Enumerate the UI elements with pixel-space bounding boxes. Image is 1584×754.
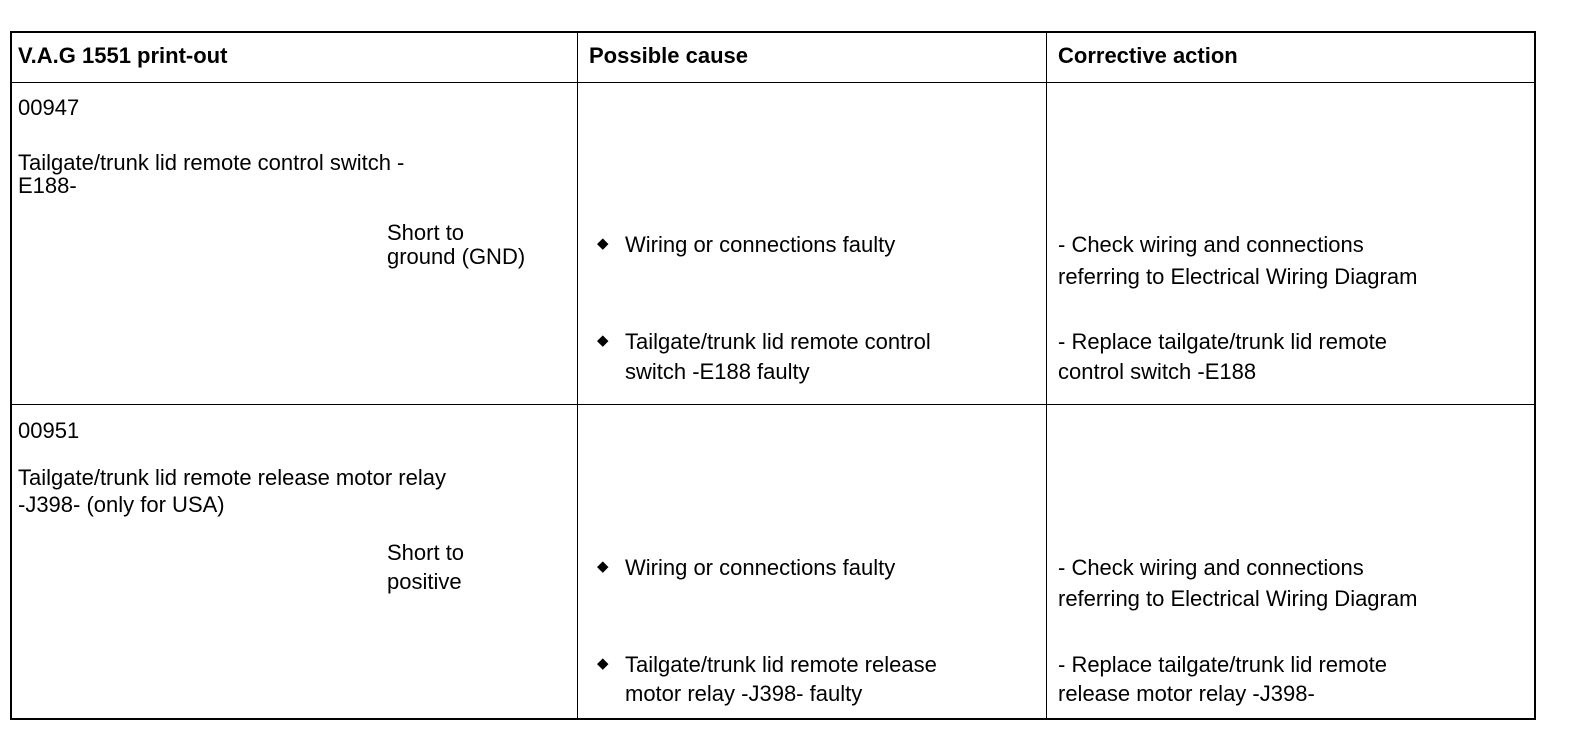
fault-condition: Short to xyxy=(387,220,465,245)
header-divider xyxy=(12,82,1534,83)
fault-condition: ground (GND) xyxy=(387,244,526,269)
header-possible-cause: Possible cause xyxy=(589,43,748,68)
fault-condition: positive xyxy=(387,569,462,594)
bullet-icon: ◆ xyxy=(597,332,609,349)
row-divider xyxy=(12,404,1534,405)
possible-cause: switch -E188 faulty xyxy=(625,359,810,384)
component-name: Tailgate/trunk lid remote release motor … xyxy=(18,465,446,490)
corrective-action: - Check wiring and connections xyxy=(1058,555,1364,580)
bullet-icon: ◆ xyxy=(597,235,609,252)
possible-cause: Tailgate/trunk lid remote control xyxy=(625,329,931,354)
possible-cause: Tailgate/trunk lid remote release xyxy=(625,652,937,677)
fault-code: 00947 xyxy=(18,95,80,120)
corrective-action: referring to Electrical Wiring Diagram xyxy=(1058,264,1418,289)
possible-cause: motor relay -J398- faulty xyxy=(625,681,863,706)
fault-code: 00951 xyxy=(18,418,80,443)
corrective-action: release motor relay -J398- xyxy=(1058,681,1315,706)
corrective-action: - Check wiring and connections xyxy=(1058,232,1364,257)
component-name: E188- xyxy=(18,173,77,198)
corrective-action: referring to Electrical Wiring Diagram xyxy=(1058,586,1418,611)
possible-cause: Wiring or connections faulty xyxy=(625,555,896,580)
fault-code-table xyxy=(10,31,1536,720)
bullet-icon: ◆ xyxy=(597,558,609,575)
header-corrective-action: Corrective action xyxy=(1058,43,1238,68)
column-divider xyxy=(577,33,578,718)
column-divider xyxy=(1046,33,1047,718)
possible-cause: Wiring or connections faulty xyxy=(625,232,896,257)
corrective-action: - Replace tailgate/trunk lid remote xyxy=(1058,329,1387,354)
bullet-icon: ◆ xyxy=(597,655,609,672)
component-name: Tailgate/trunk lid remote control switch… xyxy=(18,150,405,175)
corrective-action: - Replace tailgate/trunk lid remote xyxy=(1058,652,1387,677)
header-printout: V.A.G 1551 print-out xyxy=(18,43,228,68)
fault-condition: Short to xyxy=(387,540,465,565)
component-name: -J398- (only for USA) xyxy=(18,492,225,517)
corrective-action: control switch -E188 xyxy=(1058,359,1257,384)
